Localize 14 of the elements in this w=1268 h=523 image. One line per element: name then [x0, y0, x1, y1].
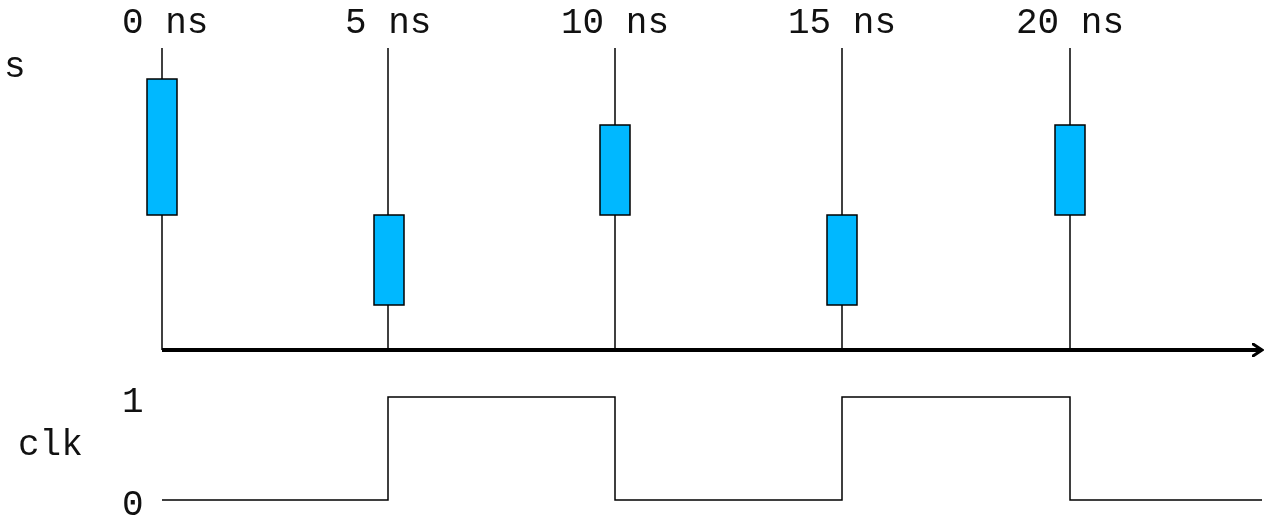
- time-label: 0 ns: [122, 6, 209, 42]
- pulse-bar: [1054, 124, 1086, 216]
- pulse-bar: [826, 214, 858, 306]
- pulse-bar: [146, 78, 178, 216]
- time-label: 15 ns: [788, 6, 897, 42]
- level-label: 0: [122, 488, 144, 523]
- time-label: 5 ns: [345, 6, 432, 42]
- level-label: 1: [122, 385, 144, 421]
- time-label: 10 ns: [561, 6, 670, 42]
- signal-label: clk: [18, 428, 83, 464]
- signal-label: s: [4, 50, 26, 86]
- time-label: 20 ns: [1016, 6, 1125, 42]
- pulse-bar: [599, 124, 631, 216]
- pulse-bar: [373, 214, 405, 306]
